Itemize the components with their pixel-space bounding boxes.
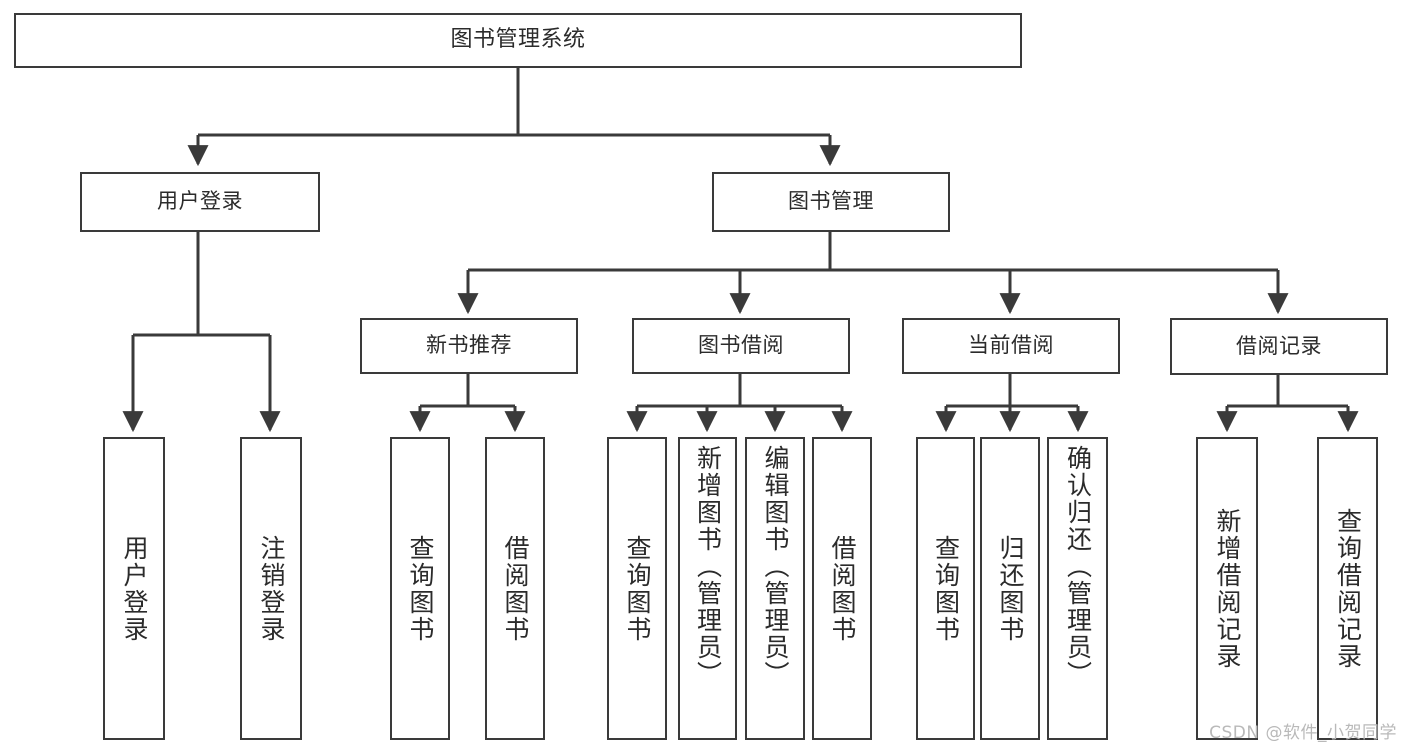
node-label: 新增借阅记录 [1213,507,1242,670]
node-label: 查询图书 [931,534,961,643]
node-leaf-query-book-2[interactable]: 查询图书 [607,437,667,740]
node-leaf-add-borrow-record[interactable]: 新增借阅记录 [1196,437,1258,740]
node-label: 图书管理 [788,189,874,214]
node-leaf-query-borrow-record[interactable]: 查询借阅记录 [1317,437,1378,740]
node-leaf-query-book-3[interactable]: 查询图书 [916,437,975,740]
node-label: 图书管理系统 [450,27,586,53]
node-label: 借阅记录 [1236,333,1322,358]
node-label: 归还图书 [996,534,1025,643]
node-book-borrow[interactable]: 图书借阅 [632,318,850,374]
node-label: 查询图书 [406,534,435,643]
node-label: 图书借阅 [698,333,784,358]
node-label: 借阅图书 [828,534,857,643]
node-label: 借阅图书 [501,534,530,643]
node-leaf-borrow-book-1[interactable]: 借阅图书 [485,437,545,740]
node-leaf-user-login[interactable]: 用户登录 [103,437,165,740]
node-label: 查询借阅记录 [1333,507,1363,670]
node-leaf-edit-book-admin[interactable]: 编辑图书（管理员） [745,437,805,740]
node-label: 当前借阅 [968,333,1054,358]
node-leaf-add-book-admin[interactable]: 新增图书（管理员） [678,437,737,740]
node-root[interactable]: 图书管理系统 [14,13,1022,68]
node-leaf-return-book[interactable]: 归还图书 [980,437,1040,740]
node-label: 编辑图书（管理员） [761,445,790,688]
node-borrow-records[interactable]: 借阅记录 [1170,318,1388,375]
node-current-borrow[interactable]: 当前借阅 [902,318,1120,374]
node-book-management[interactable]: 图书管理 [712,172,950,232]
node-label: 用户登录 [157,189,243,214]
watermark: CSDN @软件_小贺同学 [1209,723,1397,743]
node-new-book-recommend[interactable]: 新书推荐 [360,318,578,374]
node-label: 确认归还（管理员） [1063,445,1093,688]
node-leaf-borrow-book-2[interactable]: 借阅图书 [812,437,872,740]
node-leaf-query-book-1[interactable]: 查询图书 [390,437,450,740]
node-label: 新增图书（管理员） [693,445,723,688]
node-label: 查询图书 [623,534,652,643]
node-leaf-confirm-return-admin[interactable]: 确认归还（管理员） [1047,437,1108,740]
node-label: 注销登录 [257,534,286,643]
node-label: 用户登录 [120,534,149,643]
node-user-login[interactable]: 用户登录 [80,172,320,232]
node-leaf-logout[interactable]: 注销登录 [240,437,302,740]
node-label: 新书推荐 [426,333,512,358]
